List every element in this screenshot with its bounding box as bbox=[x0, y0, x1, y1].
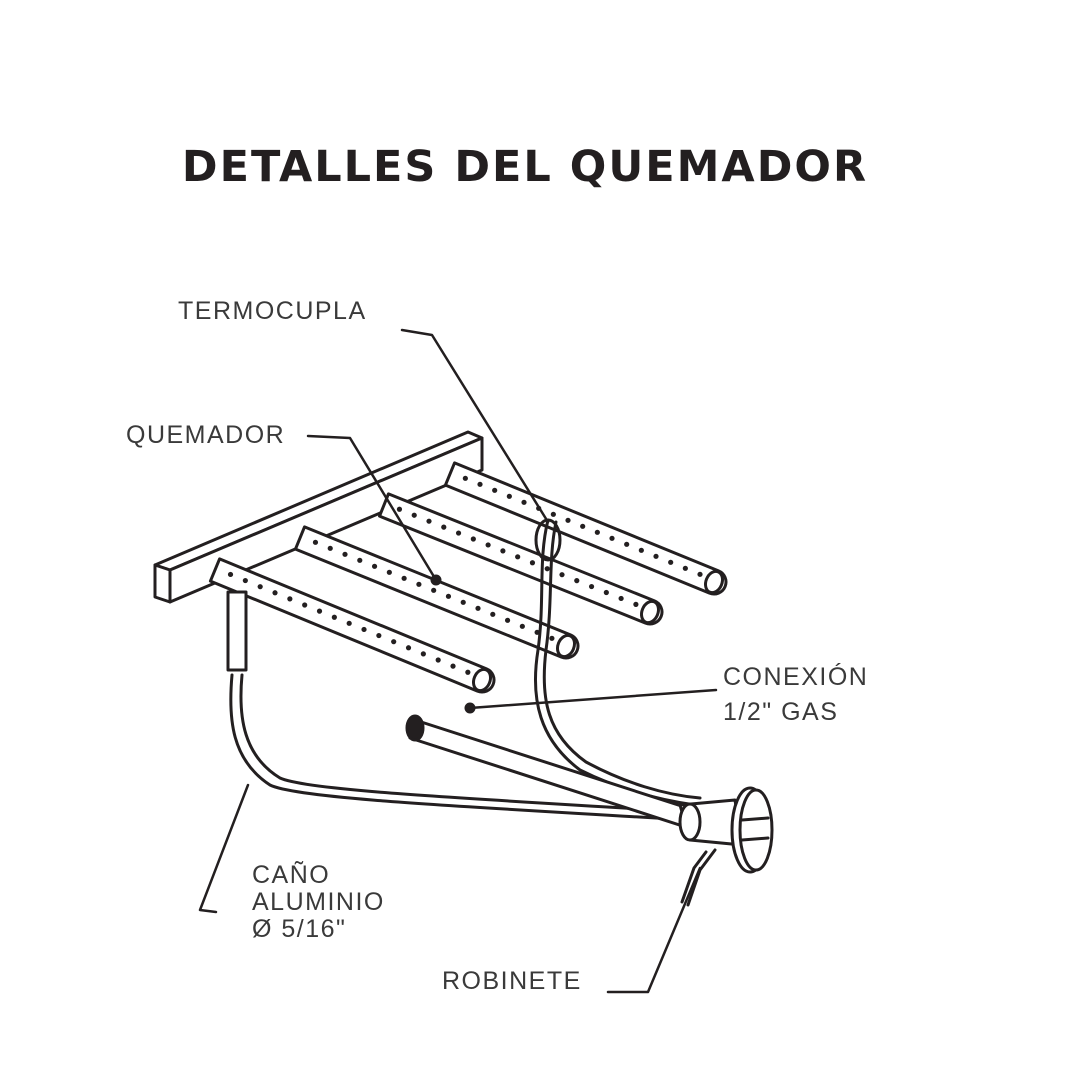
flame-hole bbox=[603, 589, 609, 596]
flame-hole bbox=[492, 487, 498, 493]
flame-hole bbox=[580, 523, 586, 529]
flame-hole bbox=[316, 608, 323, 614]
flame-hole bbox=[411, 512, 417, 518]
flame-hole bbox=[257, 584, 263, 590]
flame-hole bbox=[559, 572, 565, 578]
leader-conexion-dot bbox=[464, 702, 476, 714]
flame-hole bbox=[609, 535, 615, 541]
label-termocupla: TERMOCUPLA bbox=[178, 297, 367, 325]
flame-hole bbox=[490, 611, 496, 617]
flame-hole bbox=[361, 626, 367, 633]
flame-hole bbox=[420, 651, 426, 657]
flame-hole bbox=[500, 548, 506, 554]
flame-hole bbox=[426, 518, 432, 524]
label-conexion-line1: CONEXIÓN bbox=[723, 663, 869, 691]
flame-hole bbox=[455, 530, 462, 536]
flame-hole bbox=[416, 581, 422, 587]
leader-quemador bbox=[306, 434, 438, 582]
flame-hole bbox=[302, 602, 308, 608]
label-quemador: QUEMADOR bbox=[126, 421, 286, 449]
flame-hole bbox=[445, 593, 452, 599]
flame-hole bbox=[401, 575, 407, 581]
flame-hole bbox=[470, 536, 476, 542]
flame-hole bbox=[653, 553, 659, 559]
flame-hole bbox=[515, 554, 521, 560]
burner-tube-3 bbox=[293, 525, 580, 660]
flame-hole bbox=[312, 539, 319, 545]
flame-hole bbox=[618, 595, 624, 602]
flame-hole bbox=[357, 557, 363, 563]
flame-hole bbox=[287, 596, 293, 602]
leader-robinete bbox=[606, 866, 702, 994]
flame-hole bbox=[346, 620, 352, 626]
flame-hole bbox=[549, 635, 555, 641]
flame-hole bbox=[405, 645, 412, 651]
flame-hole bbox=[485, 542, 491, 548]
leader-lines bbox=[198, 328, 718, 994]
flame-hole bbox=[550, 511, 556, 517]
flame-hole bbox=[668, 559, 674, 565]
leader-cano bbox=[198, 783, 250, 914]
leader-termocupla bbox=[400, 328, 550, 524]
flame-hole bbox=[460, 599, 466, 605]
flame-hole bbox=[565, 517, 571, 523]
flame-hole bbox=[342, 551, 348, 557]
label-cano-line2: ALUMINIO bbox=[252, 888, 385, 916]
flame-hole bbox=[574, 578, 580, 584]
flame-hole bbox=[272, 590, 278, 596]
label-conexion: CONEXIÓN 1/2" GAS bbox=[723, 664, 868, 726]
thermocouple-wire-inner bbox=[542, 520, 702, 800]
flame-hole bbox=[396, 506, 403, 512]
flame-hole bbox=[697, 571, 703, 577]
label-cano: CAÑO ALUMINIO Ø 5/16" bbox=[252, 862, 385, 943]
flame-hole bbox=[638, 547, 644, 553]
flame-hole bbox=[391, 639, 397, 645]
diagram-title: DETALLES DEL QUEMADOR bbox=[181, 142, 869, 192]
burner-tube-2 bbox=[378, 492, 664, 626]
flame-hole bbox=[594, 529, 600, 535]
label-conexion-line2: 1/2" GAS bbox=[723, 698, 839, 726]
flame-hole bbox=[386, 569, 392, 575]
flame-hole bbox=[376, 632, 382, 639]
burner-tube-4 bbox=[208, 557, 496, 694]
burner-tubes bbox=[208, 461, 728, 694]
flame-hole bbox=[624, 541, 630, 547]
leader-quemador-dot bbox=[430, 574, 442, 586]
flame-hole bbox=[227, 571, 234, 578]
flame-hole bbox=[477, 481, 483, 487]
flame-hole bbox=[682, 565, 688, 571]
flame-hole bbox=[633, 601, 639, 607]
leader-conexion bbox=[468, 688, 718, 710]
manifold-bar bbox=[153, 430, 484, 604]
flame-hole bbox=[521, 499, 527, 505]
label-cano-line1: CAÑO bbox=[252, 861, 331, 889]
flame-hole bbox=[441, 524, 447, 530]
aluminium-pipe bbox=[226, 590, 722, 824]
label-cano-line3: Ø 5/16" bbox=[252, 915, 347, 943]
flame-hole bbox=[529, 560, 536, 566]
flame-hole bbox=[475, 605, 481, 611]
flame-hole bbox=[519, 623, 525, 629]
flame-hole bbox=[331, 614, 337, 620]
flame-hole bbox=[371, 563, 378, 569]
valve bbox=[678, 786, 774, 907]
flame-hole bbox=[465, 669, 471, 675]
flame-hole bbox=[435, 657, 441, 663]
flame-hole bbox=[588, 583, 595, 590]
flame-hole bbox=[431, 587, 437, 593]
flame-hole bbox=[450, 663, 456, 669]
flame-hole bbox=[504, 617, 511, 623]
flame-hole bbox=[506, 493, 512, 499]
flame-hole bbox=[544, 566, 550, 572]
flame-hole bbox=[327, 545, 333, 551]
flame-hole bbox=[242, 577, 248, 584]
flame-hole bbox=[462, 475, 468, 481]
label-robinete: ROBINETE bbox=[442, 967, 582, 995]
